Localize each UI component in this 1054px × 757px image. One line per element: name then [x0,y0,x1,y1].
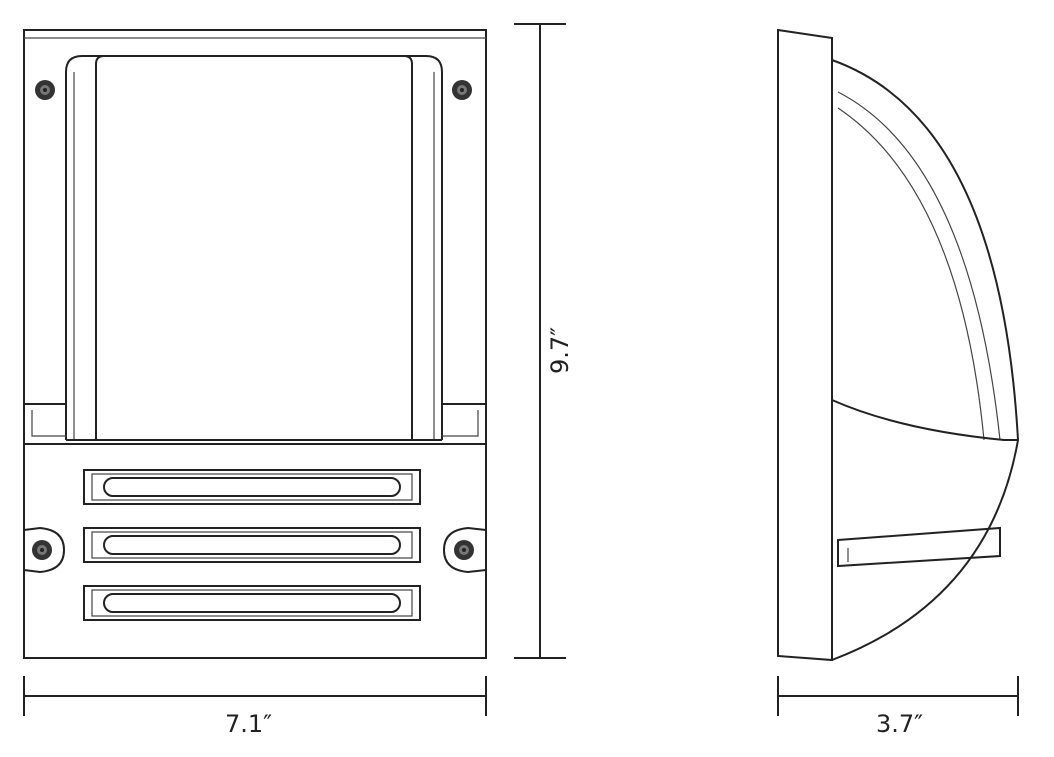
front-lens-frame [65,55,443,440]
louver-1 [83,469,421,505]
side-lens-bottom [831,399,1018,441]
side-inner-curve [837,91,1001,441]
side-bracket [837,526,1001,568]
screw-bottom-left [23,526,66,574]
side-outer-curve [831,59,1020,661]
side-view [777,28,1020,662]
width-label: 7.1″ [225,710,273,738]
side-back-plate [777,28,833,662]
depth-dimension-line [777,676,1019,716]
depth-label: 3.7″ [876,710,924,738]
height-dimension-line [514,23,566,659]
height-label: 9.7″ [546,326,574,374]
screw-top-left [35,80,55,100]
louver-2 [83,527,421,563]
front-lens-panel [95,55,413,440]
screw-bottom-right [442,526,487,574]
louver-3 [83,585,421,621]
front-outer-housing [23,29,487,659]
screw-top-right [452,80,472,100]
width-dimension-line [23,676,487,716]
front-view [23,29,487,659]
